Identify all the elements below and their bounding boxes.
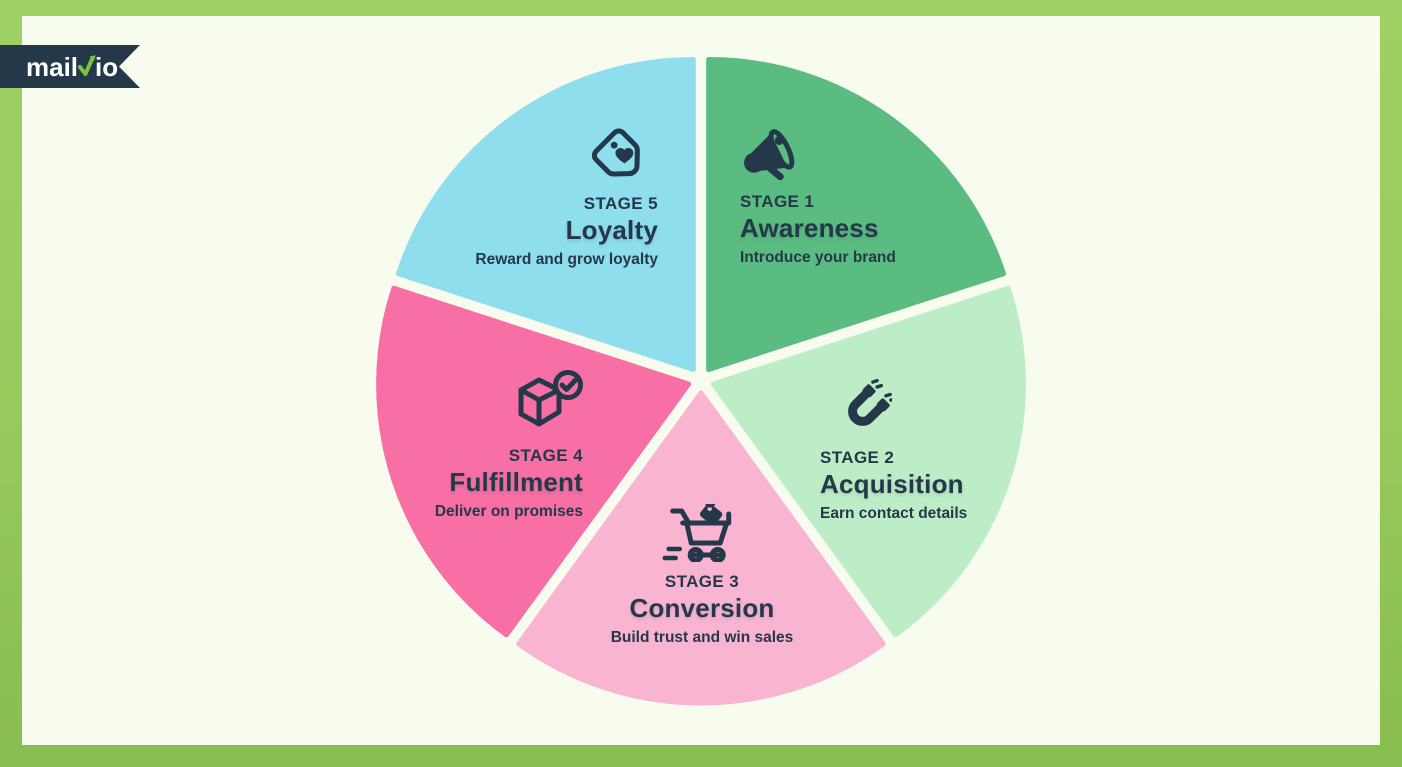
stage-5-label: STAGE 5 [583,194,658,213]
stage-2-subtitle: Earn contact details [820,505,968,523]
stage-1-title: Awareness [740,213,879,244]
stage-3-title: Conversion [629,593,775,624]
stage-4-subtitle: Deliver on promises [434,503,583,521]
stage-2-title: Acquisition [820,469,964,500]
stage-1-label: STAGE 1 [740,192,815,211]
stage-5-title: Loyalty [565,215,658,246]
stage-3-label: STAGE 3 [664,572,740,591]
stage-2-label: STAGE 2 [820,448,895,467]
megaphone-icon [744,129,795,181]
stage-4-fulfillment-block: STAGE 4 Fulfillment Deliver on promises [435,368,583,522]
pie-wedge-2 [710,285,1026,638]
logo-text-io: io [95,51,119,82]
stage-3-subtitle: Build trust and win sales [610,629,794,647]
mailvio-logo-banner: mail io [0,45,140,88]
logo-text-mail: mail [26,51,79,82]
shopping-cart-icon [663,504,732,562]
stage-4-label: STAGE 4 [508,446,583,465]
stage-4-title: Fulfillment [449,467,583,498]
stage-1-awareness-block: STAGE 1 Awareness Introduce your brand [740,126,896,268]
stage-1-subtitle: Introduce your brand [740,249,896,267]
stage-5-subtitle: Reward and grow loyalty [475,251,658,269]
box-check-icon [518,370,583,427]
tag-heart-icon [592,128,640,177]
pie-wedge-5 [396,56,696,372]
pie-wedge-4 [376,285,692,638]
stage-5-loyalty-block: STAGE 5 Loyalty Reward and grow loyalty [475,124,658,270]
stage-3-conversion-block: STAGE 3 Conversion Build trust and win s… [610,504,794,648]
magnet-icon [848,378,892,426]
pie-wedge-3 [516,390,886,706]
stage-2-acquisition-block: STAGE 2 Acquisition Earn contact details [820,378,967,524]
logo-arrow-icon [78,54,96,76]
